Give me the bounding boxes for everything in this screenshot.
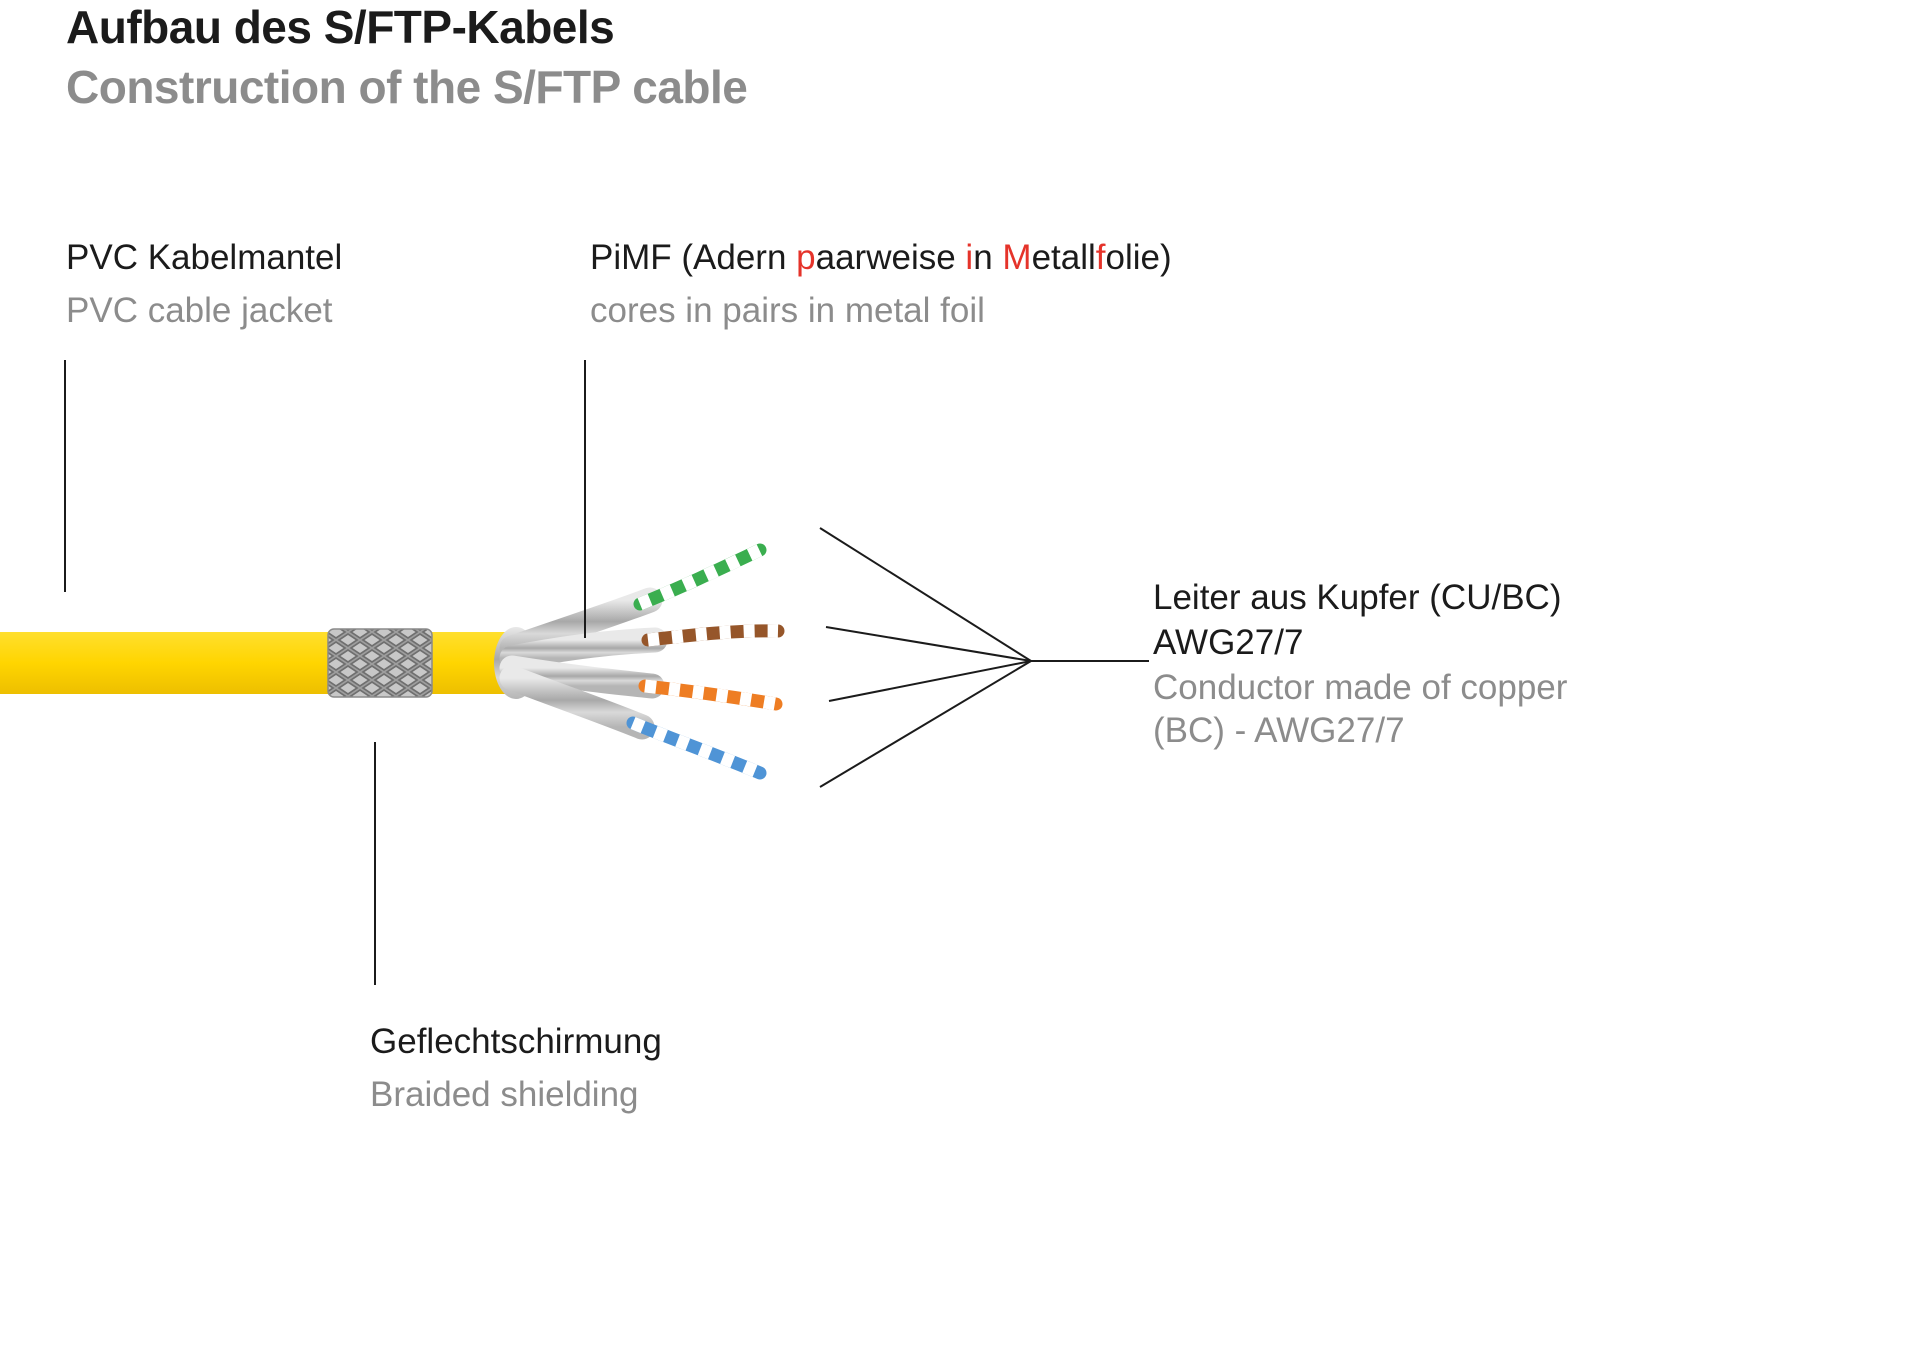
label-conductor-de2: AWG27/7 — [1153, 623, 1304, 662]
label-conductor-en1: Conductor made of copper — [1153, 668, 1568, 707]
leader-line-conductor-3 — [828, 660, 1032, 702]
pimf-seg3: aarweise — [815, 238, 966, 277]
page-title: Aufbau des S/FTP-Kabels — [66, 1, 615, 53]
pair-orange-shape — [499, 655, 783, 711]
label-pimf-en: cores in pairs in metal foil — [590, 291, 985, 330]
label-braid-en: Braided shielding — [370, 1075, 639, 1114]
leader-line-conductor-2 — [825, 626, 1032, 662]
page-subtitle: Construction of the S/FTP cable — [66, 61, 748, 113]
pimf-seg5: n — [973, 238, 1003, 277]
label-jacket-en: PVC cable jacket — [66, 291, 333, 330]
pimf-seg6-red: M — [1002, 238, 1032, 277]
pair-brown-shape — [499, 624, 785, 671]
label-braid-de: Geflechtschirmung — [370, 1022, 662, 1061]
leader-line-conductor-4 — [819, 660, 1032, 788]
leader-line-conductor-1 — [819, 527, 1032, 662]
pimf-seg8-red: f — [1095, 238, 1106, 277]
pair-green-shape — [499, 543, 767, 661]
braid-shield-shape — [327, 628, 433, 698]
leader-lines — [64, 360, 1149, 985]
pimf-seg7: etall — [1031, 238, 1096, 277]
label-jacket-de: PVC Kabelmantel — [66, 238, 343, 277]
label-conductor-de1: Leiter aus Kupfer (CU/BC) — [1153, 578, 1562, 617]
label-pimf-de: PiMF (Adern paarweise in Metallfolie) — [590, 238, 1172, 278]
pimf-seg9: olie) — [1105, 238, 1172, 277]
pair-blue-shape — [499, 665, 767, 780]
pimf-seg4-red: i — [965, 238, 974, 277]
label-conductor-en2: (BC) - AWG27/7 — [1153, 711, 1405, 750]
pimf-seg1: PiMF (Adern — [590, 238, 797, 277]
pimf-seg2-red: p — [796, 238, 816, 277]
